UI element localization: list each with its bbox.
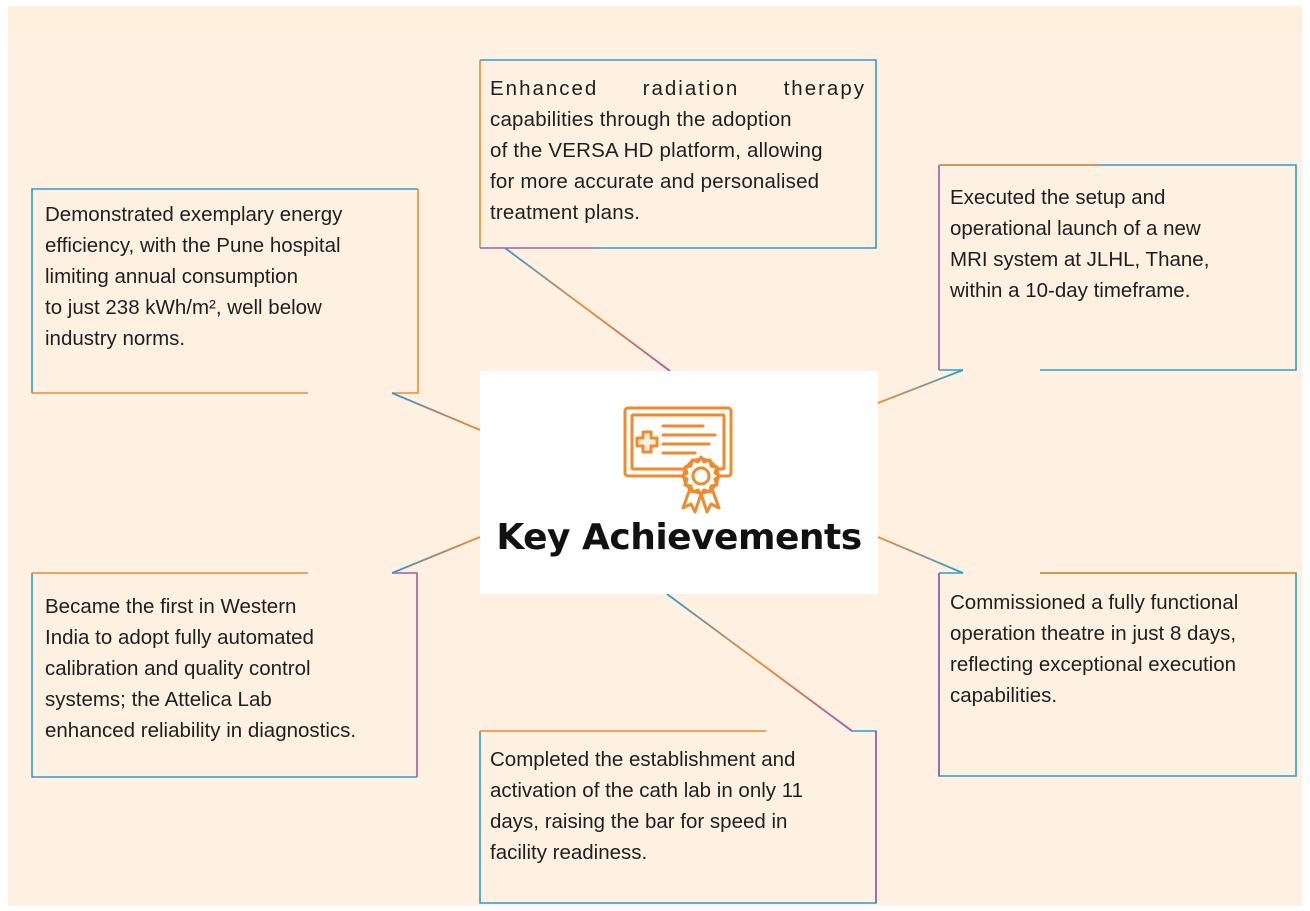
achievement-text-line: to just 238 kWh/m², well below: [45, 296, 322, 319]
achievement-text-line: Became the first in Western: [45, 595, 297, 618]
achievement-text-line: within a 10-day timeframe.: [950, 279, 1191, 302]
achievement-text-line: treatment plans.: [490, 201, 641, 224]
connector-theatre: [877, 536, 964, 574]
achievement-text-line: Executed the setup and: [950, 186, 1166, 209]
achievement-text-line: industry norms.: [45, 327, 186, 350]
achievement-text-line: India to adopt fully automated: [45, 626, 314, 649]
frame-mri: [938, 164, 1297, 371]
frame-radiation: [479, 59, 877, 249]
top-strip: [8, 6, 1302, 33]
achievement-text-line: efficiency, with the Pune hospital: [45, 234, 341, 257]
achievement-radiation: Enhanced radiation therapy capabilities …: [490, 73, 866, 228]
achievement-text-line: Completed the establishment and: [490, 748, 796, 771]
achievement-text-line: systems; the Attelica Lab: [45, 688, 272, 711]
frame-calibration: [31, 572, 418, 778]
frame-energy: [31, 188, 419, 394]
connector-energy: [391, 392, 481, 431]
achievement-text-line: MRI system at JLHL, Thane,: [950, 248, 1210, 271]
achievement-text-line: days, raising the bar for speed in: [490, 810, 788, 833]
certificate-badge-icon: [623, 406, 733, 514]
achievement-mri: Executed the setup and operational launc…: [950, 182, 1290, 306]
achievement-text-line: activation of the cath lab in only 11: [490, 779, 804, 802]
achievement-text-line: capabilities through the adoption: [490, 108, 792, 131]
achievement-text-line: calibration and quality control: [45, 657, 311, 680]
achievement-text-line: Commissioned a fully functional: [950, 591, 1239, 614]
achievement-text-line: for more accurate and personalised: [490, 170, 820, 193]
achievement-text-line: facility readiness.: [490, 841, 648, 864]
achievement-calibration: Became the first in Western India to ado…: [45, 591, 415, 746]
page-title: Key Achievements: [496, 517, 862, 558]
achievement-text-line: Demonstrated exemplary energy: [45, 203, 343, 226]
achievement-text-line: capabilities.: [950, 684, 1058, 707]
center-hub: Key Achievements: [480, 371, 878, 594]
achievement-text-line: operation theatre in just 8 days,: [950, 622, 1237, 645]
achievement-text-line: of the VERSA HD platform, allowing: [490, 139, 823, 162]
achievement-text-line: operational launch of a new: [950, 217, 1201, 240]
achievement-theatre: Commissioned a fully functional operatio…: [950, 587, 1295, 711]
achievement-text-line: enhanced reliability in diagnostics.: [45, 719, 357, 742]
achievement-text-line: limiting annual consumption: [45, 265, 298, 288]
frame-theatre: [938, 572, 1297, 777]
connector-mri: [877, 369, 964, 404]
achievement-text-line: reflecting exceptional execution: [950, 653, 1237, 676]
connector-calibration: [391, 536, 481, 574]
achievement-text-line: Enhanced radiation therapy: [490, 77, 866, 100]
frame-cathlab: [479, 730, 877, 904]
connector-radiation: [504, 247, 671, 372]
connector-cathlab: [666, 593, 853, 732]
achievement-cathlab: Completed the establishment and activati…: [490, 744, 870, 868]
achievement-energy: Demonstrated exemplary energy efficiency…: [45, 199, 410, 354]
